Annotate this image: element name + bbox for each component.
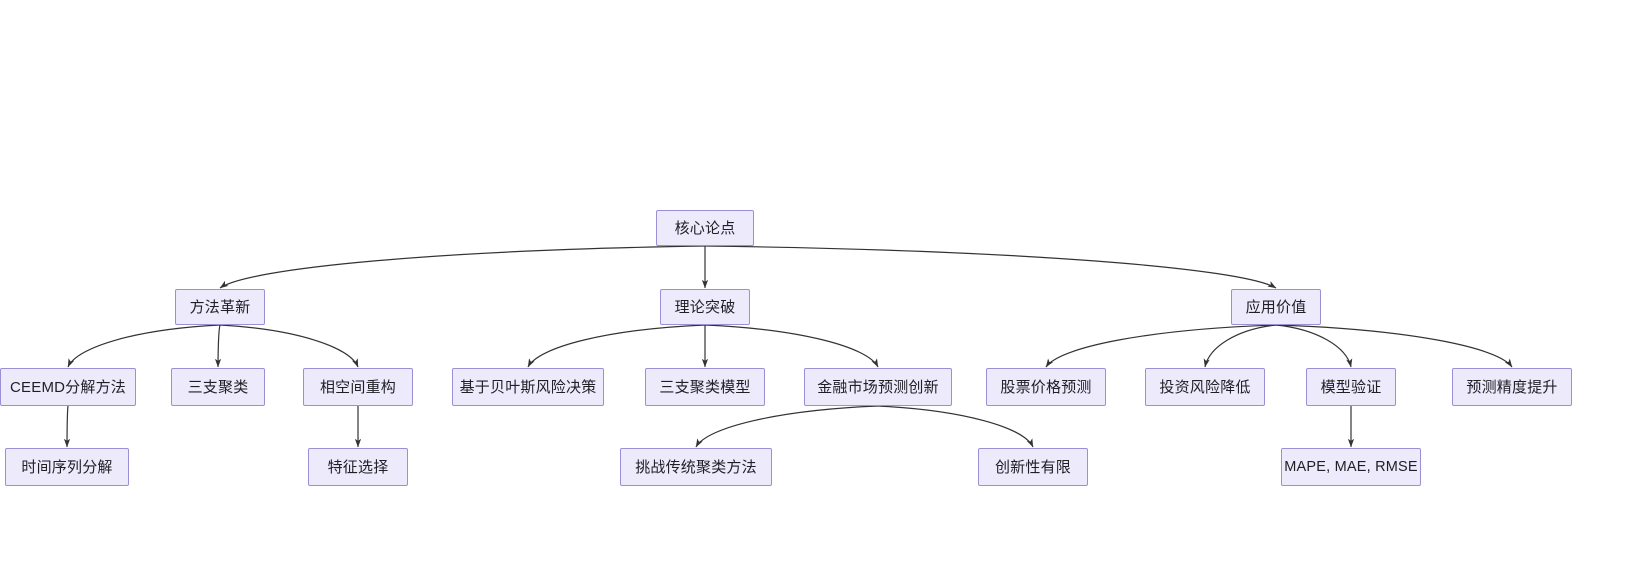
- node-n10[interactable]: 股票价格预测: [986, 368, 1106, 406]
- node-n8[interactable]: 三支聚类模型: [645, 368, 765, 406]
- node-n2[interactable]: 理论突破: [660, 289, 750, 325]
- node-n16[interactable]: 挑战传统聚类方法: [620, 448, 772, 486]
- node-label: 三支聚类: [187, 378, 249, 396]
- node-n13[interactable]: 预测精度提升: [1452, 368, 1572, 406]
- node-label: 理论突破: [674, 298, 736, 316]
- node-n7[interactable]: 基于贝叶斯风险决策: [452, 368, 604, 406]
- node-label: 特征选择: [327, 458, 389, 476]
- node-label: 方法革新: [189, 298, 251, 316]
- node-n15[interactable]: 特征选择: [308, 448, 408, 486]
- node-n5[interactable]: 三支聚类: [171, 368, 265, 406]
- node-label: 相空间重构: [319, 378, 396, 396]
- node-label: MAPE, MAE, RMSE: [1284, 458, 1418, 475]
- node-label: 金融市场预测创新: [817, 378, 939, 396]
- node-label: 预测精度提升: [1466, 378, 1558, 396]
- node-label: 挑战传统聚类方法: [635, 458, 757, 476]
- node-label: CEEMD分解方法: [10, 378, 126, 396]
- node-label: 投资风险降低: [1159, 378, 1251, 396]
- node-label: 基于贝叶斯风险决策: [459, 378, 597, 396]
- node-n11[interactable]: 投资风险降低: [1145, 368, 1265, 406]
- node-n14[interactable]: 时间序列分解: [5, 448, 129, 486]
- node-n4[interactable]: CEEMD分解方法: [0, 368, 136, 406]
- node-label: 三支聚类模型: [659, 378, 751, 396]
- node-label: 核心论点: [674, 219, 736, 237]
- node-label: 时间序列分解: [21, 458, 113, 476]
- node-n1[interactable]: 方法革新: [175, 289, 265, 325]
- node-n0[interactable]: 核心论点: [656, 210, 754, 246]
- node-n6[interactable]: 相空间重构: [303, 368, 413, 406]
- node-n9[interactable]: 金融市场预测创新: [804, 368, 952, 406]
- node-label: 创新性有限: [994, 458, 1071, 476]
- node-n3[interactable]: 应用价值: [1231, 289, 1321, 325]
- node-n18[interactable]: MAPE, MAE, RMSE: [1281, 448, 1421, 486]
- node-label: 模型验证: [1320, 378, 1382, 396]
- node-label: 股票价格预测: [1000, 378, 1092, 396]
- node-n17[interactable]: 创新性有限: [978, 448, 1088, 486]
- node-label: 应用价值: [1245, 298, 1307, 316]
- node-n12[interactable]: 模型验证: [1306, 368, 1396, 406]
